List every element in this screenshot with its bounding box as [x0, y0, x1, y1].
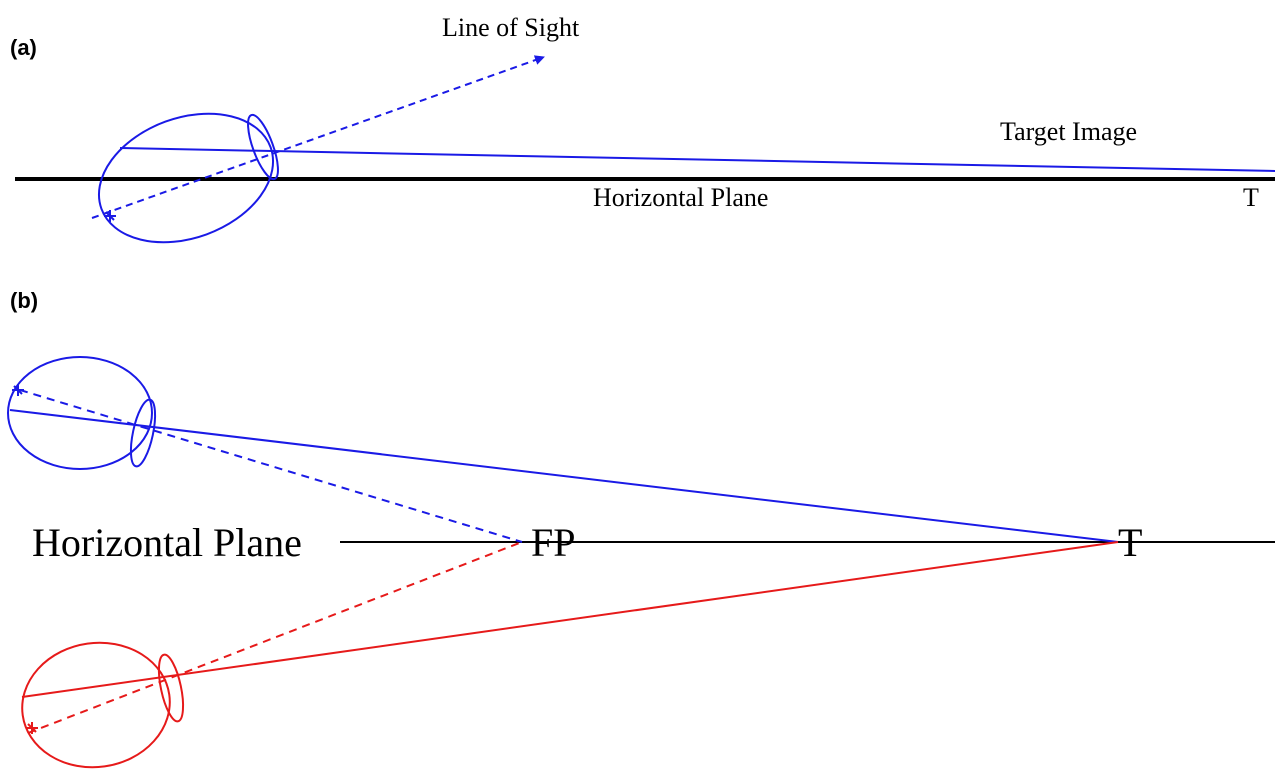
- panel-b-bottom-lens: [157, 653, 185, 723]
- panel-b-top-lens: [129, 398, 157, 468]
- panel-b-bottom-eye: [21, 641, 185, 769]
- panel-b-bottom-target-ray: [21, 541, 1119, 698]
- panel-a-line-of-sight: [91, 55, 545, 219]
- panel-a-target-label: T: [1243, 183, 1259, 212]
- panel-b-top-line-of-sight: [19, 389, 523, 543]
- panel-a-plane-label: Horizontal Plane: [593, 183, 768, 212]
- panel-a-fovea-icon: [104, 210, 116, 222]
- panel-b-plane-label: Horizontal Plane: [32, 520, 302, 565]
- panel-b-label: (b): [10, 288, 38, 313]
- panel-a-target-image-label: Target Image: [1000, 117, 1137, 146]
- panel-b-top-target-ray: [9, 409, 1119, 543]
- panel-a-eyeball: [97, 112, 275, 244]
- panel-b-bottom-eyeball: [21, 641, 171, 769]
- panel-b-target-label: T: [1118, 520, 1142, 565]
- panel-b-fixation-label: FP: [531, 520, 576, 565]
- panel-a-line-of-sight-label: Line of Sight: [442, 13, 580, 42]
- panel-a-target-image-ray: [119, 147, 1275, 172]
- panel-b-bottom-line-of-sight: [27, 541, 523, 734]
- panel-a-label: (a): [10, 35, 37, 60]
- panel-a-lens: [247, 113, 279, 181]
- panel-b-top-eyeball: [7, 356, 153, 470]
